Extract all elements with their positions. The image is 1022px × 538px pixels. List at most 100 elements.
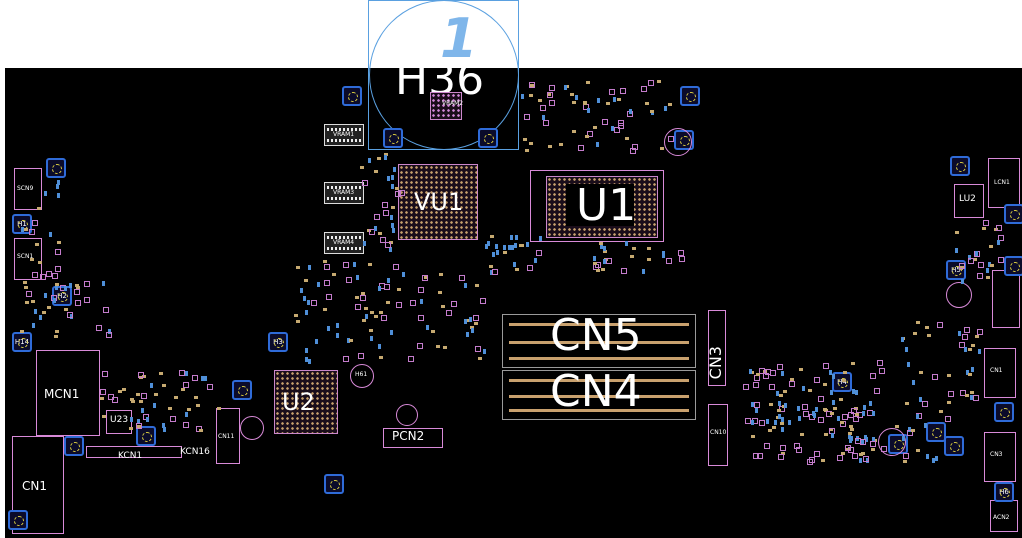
smd-component [383, 210, 389, 217]
smd-component [322, 308, 327, 312]
smd-component [842, 371, 847, 375]
smd-component [487, 241, 491, 247]
smd-component [140, 393, 147, 400]
smd-component [384, 283, 391, 290]
smd-component [871, 448, 876, 452]
smd-component [524, 113, 531, 120]
smd-component [57, 192, 61, 198]
smd-component [68, 283, 72, 289]
connector-outline [14, 238, 42, 280]
smd-component [539, 236, 543, 242]
smd-component [302, 295, 306, 301]
smd-component [646, 258, 651, 262]
smd-component [848, 431, 853, 435]
mount-hole [994, 402, 1014, 422]
smd-component [763, 373, 770, 380]
smd-component [32, 272, 39, 279]
smd-component [575, 94, 579, 100]
keyboard-connector [86, 446, 182, 458]
smd-component [577, 145, 584, 152]
smd-component [873, 388, 880, 395]
cpu-die [566, 184, 634, 226]
gpu-chip [398, 164, 478, 240]
smd-component [391, 175, 395, 181]
smd-component [31, 322, 35, 328]
connector-outline [36, 350, 100, 436]
mount-hole: H2 [52, 286, 72, 306]
smd-component [801, 404, 808, 411]
smd-component [173, 395, 178, 399]
cpu-outline [530, 170, 664, 242]
connector-label: KCN1 [118, 451, 143, 461]
smd-component [326, 325, 330, 331]
smd-component [381, 315, 388, 322]
smd-component [395, 302, 402, 309]
smd-component [902, 459, 907, 463]
smd-component [49, 231, 53, 237]
smd-component [872, 437, 876, 443]
smd-component [354, 303, 361, 310]
mount-hole: H3 [268, 332, 288, 352]
zoom-chip [430, 92, 462, 120]
smd-component [34, 308, 38, 314]
smd-component [549, 85, 556, 92]
smd-component [592, 261, 597, 265]
smd-component [854, 406, 859, 410]
smd-component [668, 136, 675, 143]
smd-component [870, 440, 877, 447]
smd-component [656, 80, 661, 84]
smd-component [391, 184, 395, 190]
smd-component [859, 453, 864, 457]
smd-component [569, 93, 574, 97]
smd-component [905, 347, 909, 353]
ring-hole [878, 428, 906, 456]
connector-outline [12, 436, 64, 534]
connector-outline [383, 428, 443, 448]
smd-component [964, 326, 971, 333]
smd-component [43, 292, 47, 298]
smd-component [387, 277, 391, 283]
smd-component [384, 241, 391, 248]
smd-component [851, 389, 855, 395]
smd-component [595, 268, 600, 272]
smd-component [814, 407, 818, 413]
smd-component [780, 426, 784, 432]
smd-component [985, 275, 990, 279]
smd-component [373, 315, 378, 319]
smd-component [852, 453, 859, 460]
smd-component [378, 232, 383, 236]
smd-component [618, 120, 625, 127]
smd-component [418, 315, 425, 322]
smd-component [832, 406, 837, 410]
mount-hole [8, 510, 28, 530]
smd-component [323, 280, 330, 286]
smd-component [543, 119, 550, 126]
smd-component [369, 229, 376, 236]
smd-component [136, 393, 141, 397]
smd-component [778, 394, 783, 398]
smd-component [610, 126, 614, 132]
smd-component [971, 366, 975, 372]
smd-component [75, 283, 80, 287]
smd-component [443, 345, 448, 349]
smd-component [542, 114, 546, 120]
smd-component [502, 251, 507, 255]
smd-component [797, 416, 801, 422]
smd-component [861, 439, 865, 445]
smd-component [103, 306, 110, 313]
smd-component [305, 348, 309, 354]
smd-component [391, 227, 395, 233]
smd-component [514, 235, 518, 241]
smd-component [641, 86, 647, 93]
smd-component [964, 393, 969, 397]
smd-component [37, 261, 42, 265]
smd-component [564, 84, 568, 90]
mount-hole: H14 [12, 332, 32, 352]
smd-component [895, 424, 900, 428]
smd-component [488, 265, 493, 269]
smd-component [130, 416, 134, 422]
smd-component [407, 356, 414, 363]
smd-component [421, 275, 428, 282]
smd-component [781, 451, 786, 455]
smd-component [22, 280, 27, 284]
